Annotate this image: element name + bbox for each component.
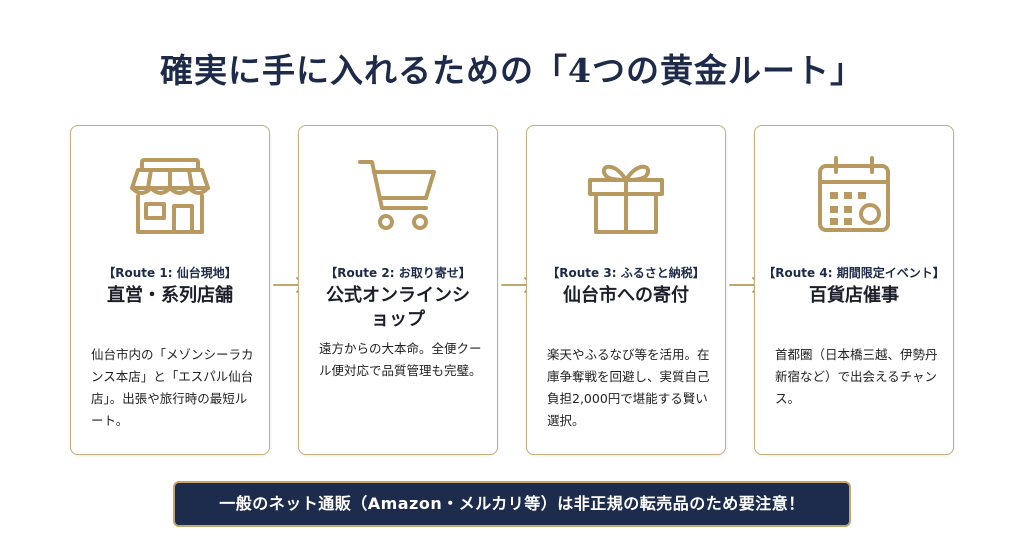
- shopping-cart-icon: [356, 154, 440, 238]
- route-card-4: 【Route 4: 期間限定イベント】 百貨店催事 首都圏（日本橋三越、伊勢丹新…: [754, 125, 954, 455]
- route-card-1: 【Route 1: 仙台現地】 直営・系列店舗 仙台市内の「メゾンシーラカンス本…: [70, 125, 270, 455]
- route-card-2: 【Route 2: お取り寄せ】 公式オンラインショップ 遠方からの大本命。全便…: [298, 125, 498, 455]
- route-description: 仙台市内の「メゾンシーラカンス本店」と「エスパル仙台店」。出張や旅行時の最短ルー…: [91, 347, 254, 428]
- calendar-icon: [812, 154, 896, 238]
- storefront-icon: [128, 154, 212, 238]
- route-description: 遠方からの大本命。全便クール便対応で品質管理も完璧。: [319, 341, 482, 378]
- route-label: 【Route 1: 仙台現地】: [103, 266, 237, 280]
- route-title: 公式オンラインショップ: [326, 285, 470, 330]
- route-title: 直営・系列店舗: [107, 285, 233, 306]
- route-label: 【Route 3: ふるさと納税】: [547, 266, 705, 280]
- route-card-3: 【Route 3: ふるさと納税】 仙台市への寄付 楽天やふるなび等を活用。在庫…: [526, 125, 726, 455]
- route-label: 【Route 2: お取り寄せ】: [325, 266, 471, 280]
- route-label: 【Route 4: 期間限定イベント】: [763, 266, 945, 280]
- page-title: 確実に手に入れるための「4つの黄金ルート」: [160, 51, 864, 90]
- route-description: 首都圏（日本橋三越、伊勢丹新宿など）で出会えるチャンス。: [775, 347, 938, 406]
- gift-box-icon: [584, 154, 668, 238]
- route-title: 仙台市への寄付: [563, 285, 689, 306]
- route-description: 楽天やふるなび等を活用。在庫争奪戦を回避し、実質自己負担2,000円で堪能する賢…: [547, 347, 710, 428]
- warning-banner: 一般のネット通販（Amazon・メルカリ等）は非正規の転売品のため要注意！: [173, 481, 851, 527]
- route-title: 百貨店催事: [809, 285, 899, 306]
